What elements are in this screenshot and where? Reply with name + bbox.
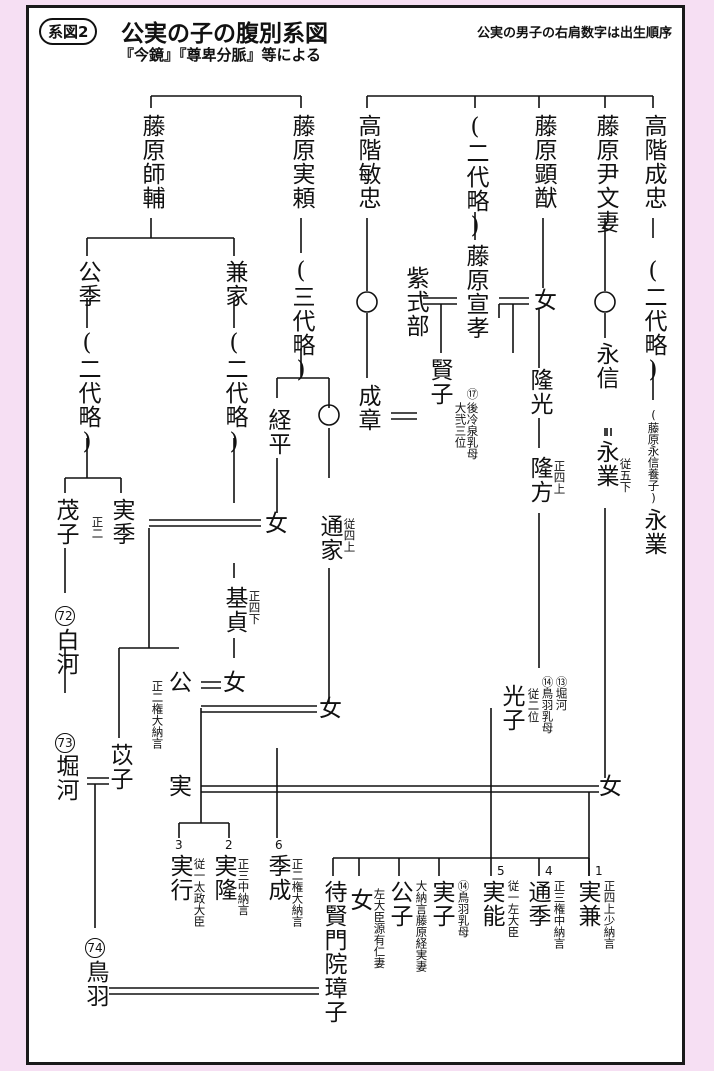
person-takamasa: 隆方 xyxy=(526,456,552,504)
person-michisue: 通季 xyxy=(524,880,550,928)
person-sanetaka: 実隆 xyxy=(210,854,236,902)
lineage-lines xyxy=(64,95,654,995)
person-onna: 女 xyxy=(265,511,288,537)
emperor-toba: 鳥羽 xyxy=(82,960,108,1008)
person-saneyoshi: 実能 xyxy=(478,880,504,928)
adoption-note: (藤原永信養子) xyxy=(646,408,661,505)
person-kimiko: 公子 xyxy=(386,880,412,928)
saneko-note: ⑭鳥羽乳母 xyxy=(456,880,471,938)
person-onna: 女 xyxy=(599,774,622,800)
person-taikenmon-in: 待賢門院璋子 xyxy=(320,880,346,1024)
birth-order-3: 3 xyxy=(175,838,183,852)
person-kinzane: 実 xyxy=(169,774,192,800)
emperor-number: 74 xyxy=(85,938,105,958)
person-nagnari: 永業 xyxy=(592,440,618,488)
kimiko-note: 大納言藤原経実妻 xyxy=(414,880,429,972)
person-fujiwara-nobutaka: 藤原宣孝 xyxy=(462,244,488,340)
omitted-generations: (二代略) xyxy=(221,330,247,456)
katako-num: ⑰ xyxy=(465,388,480,400)
emperor-number: 72 xyxy=(55,606,75,626)
birth-order-note: 公実の男子の右肩数字は出生順序 xyxy=(476,26,672,41)
person-kinsue: 公季 xyxy=(74,260,100,308)
suenari-rank: 正二権大納言 xyxy=(290,858,305,927)
person-michiie: 通家 xyxy=(316,514,342,562)
person-saneko: 実子 xyxy=(428,880,454,928)
person-tsunehira: 経平 xyxy=(264,408,290,456)
person-onna: 女 xyxy=(534,288,557,314)
mitsuko-rank: 従二位 xyxy=(526,688,541,723)
person-ikoko: 苡子 xyxy=(106,743,132,791)
person-sanesue: 実季 xyxy=(108,498,134,546)
sanekane-rank: 正四上少納言 xyxy=(602,880,617,949)
person-nagnobu: 永信 xyxy=(592,342,618,390)
person-sanekane: 実兼 xyxy=(574,880,600,928)
michiie-rank: 従四上 xyxy=(342,518,357,553)
person-narinori: 成章 xyxy=(354,384,380,432)
birth-order-2: 2 xyxy=(225,838,233,852)
diagram-subtitle: 『今鏡』『尊卑分脈』等による xyxy=(119,46,322,64)
person-mitsuko: 光子 xyxy=(498,684,524,732)
person-takashina-naritada: 高階成忠 xyxy=(640,114,666,210)
saneyuki-rank: 従一太政大臣 xyxy=(192,858,207,927)
omitted-generations: (二代略) xyxy=(74,330,100,456)
person-motosada: 基貞 xyxy=(221,586,247,634)
mitsuko-title: ⑭鳥羽乳母 xyxy=(540,676,555,734)
motosada-rank: 正四下 xyxy=(247,590,262,625)
omitted-generations: (二代略) xyxy=(462,114,488,240)
nagnari-rank: 従五下 xyxy=(618,458,633,493)
person-nagnari-adopted: 永業 xyxy=(640,508,666,556)
katako-title: 後冷泉乳母 xyxy=(465,402,480,460)
sanesue-rank: 正二 xyxy=(90,516,105,539)
mitsuko-title: ⑬堀河 xyxy=(554,676,569,711)
katako-note: 大弐三位 xyxy=(453,402,468,448)
sanetaka-rank: 正三中納言 xyxy=(236,858,251,916)
person-kaneie: 兼家 xyxy=(221,260,247,308)
birth-order-1: 1 xyxy=(595,864,603,878)
person-katako: 賢子 xyxy=(426,358,452,406)
kinzane-rank: 正二権大納言 xyxy=(150,680,165,749)
omitted-generations: (三代略) xyxy=(288,258,314,384)
person-suenari: 季成 xyxy=(264,854,290,902)
person-fujiwara-saneyori: 藤原実頼 xyxy=(288,114,314,210)
person-kinzane: 公 xyxy=(169,670,192,696)
omitted-generations: (二代略) xyxy=(640,258,666,384)
person-fujiwara-morosuke: 藤原師輔 xyxy=(138,114,164,210)
person-saneyuki: 実行 xyxy=(166,854,192,902)
diagram-frame: 系図2 公実の子の腹別系図 『今鏡』『尊卑分脈』等による 公実の男子の右肩数字は… xyxy=(26,5,685,1065)
birth-order-6: 6 xyxy=(275,838,283,852)
birth-order-4: 4 xyxy=(545,864,553,878)
emperor-horikawa: 堀河 xyxy=(52,754,78,802)
takamasa-rank: 正四上 xyxy=(552,460,567,495)
person-onna: 女 xyxy=(223,670,246,696)
person-fujiwara-akiyoshi: 藤原顕猷 xyxy=(530,114,556,210)
person-onna: 女 xyxy=(319,696,342,722)
emperor-number: 73 xyxy=(55,733,75,753)
figure-badge: 系図2 xyxy=(39,18,98,45)
person-korefumi-wife: 藤原尹文妻 xyxy=(592,114,618,234)
onna-note: 左大臣源有仁妻 xyxy=(372,888,387,969)
person-murasaki-shikibu: 紫式部 xyxy=(402,266,428,338)
birth-order-5: 5 xyxy=(497,864,505,878)
saneyoshi-rank: 従一左大臣 xyxy=(506,880,521,938)
person-shigeko: 茂子 xyxy=(52,498,78,546)
diagram-title: 公実の子の腹別系図 xyxy=(121,20,328,47)
person-takamitsu: 隆光 xyxy=(526,368,552,416)
person-takashina-toshitada: 高階敏忠 xyxy=(354,114,380,210)
emperor-shirakawa: 白河 xyxy=(52,628,78,676)
person-onna: 女 xyxy=(346,888,372,912)
michisue-rank: 正三権中納言 xyxy=(552,880,567,949)
